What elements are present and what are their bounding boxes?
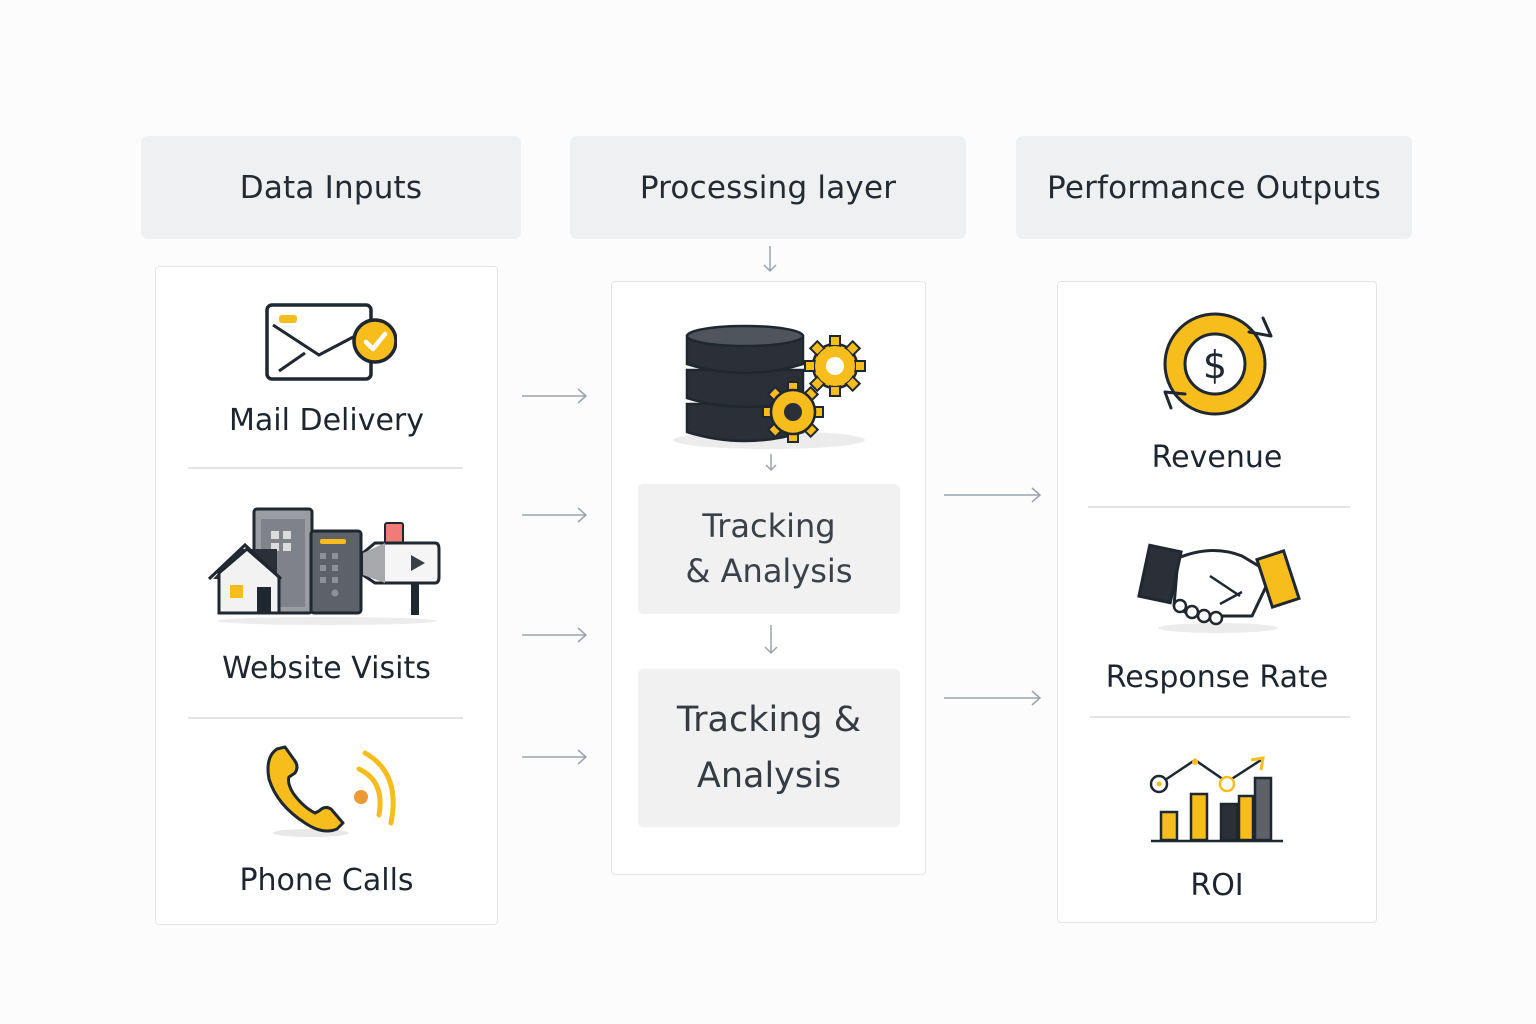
output-item-revenue: $ <box>1058 308 1376 420</box>
output-item-response-rate <box>1058 536 1376 636</box>
handshake-icon <box>1137 543 1301 633</box>
data-inputs-title: Data Inputs <box>239 169 423 206</box>
input-item-mail-delivery <box>156 301 497 385</box>
data-inputs-panel: Mail Delivery <box>155 266 498 925</box>
output-label-roi: ROI <box>1190 868 1244 903</box>
flow-arrow-right <box>522 627 588 643</box>
performance-outputs-header: Performance Outputs <box>1016 136 1412 239</box>
processing-step-line: & Analysis <box>685 552 853 590</box>
divider <box>1090 716 1350 718</box>
performance-outputs-panel: $ Revenue Response Rate <box>1057 281 1377 923</box>
flow-arrow-right <box>522 388 588 404</box>
envelope-check-icon <box>264 303 397 381</box>
processing-layer-title: Processing layer <box>639 169 897 206</box>
flow-arrow-right <box>944 487 1042 503</box>
flow-arrow-down <box>765 454 777 472</box>
database-gears-icon <box>672 324 866 449</box>
input-item-phone-calls <box>156 743 497 839</box>
gear-icon <box>803 335 866 397</box>
performance-outputs-title: Performance Outputs <box>1047 169 1381 206</box>
processing-step-tracking-analysis-2: Tracking & Analysis <box>638 669 900 827</box>
flow-arrow-right <box>944 690 1042 706</box>
processing-layer-panel: Tracking & Analysis Tracking & Analysis <box>611 281 926 875</box>
processing-step-tracking-analysis: Tracking & Analysis <box>638 484 900 614</box>
dollar-cycle-icon: $ <box>1163 312 1273 416</box>
svg-text:$: $ <box>1203 343 1227 387</box>
processing-step-line: Analysis <box>696 756 842 796</box>
divider <box>1088 506 1350 508</box>
input-label-mail-delivery: Mail Delivery <box>229 403 424 438</box>
bar-chart-trend-icon <box>1149 756 1283 843</box>
flow-arrow-right <box>522 749 588 765</box>
phone-signal-icon <box>266 745 396 837</box>
processing-layer-header: Processing layer <box>570 136 966 239</box>
processing-database-icon-wrap <box>612 322 925 452</box>
gear-icon <box>761 381 824 443</box>
divider <box>188 717 463 719</box>
processing-step-line: Tracking & <box>676 700 862 740</box>
data-inputs-header: Data Inputs <box>141 136 521 239</box>
flow-arrow-down <box>764 625 778 655</box>
input-label-phone-calls: Phone Calls <box>239 863 414 898</box>
flow-arrow-down <box>763 246 777 273</box>
flow-arrow-right <box>522 507 588 523</box>
output-item-roi <box>1058 752 1376 848</box>
input-label-website-visits: Website Visits <box>222 651 431 686</box>
processing-step-line: Tracking <box>702 507 836 546</box>
buildings-mailbox-icon <box>207 507 440 625</box>
input-item-website-visits <box>156 505 497 627</box>
output-label-revenue: Revenue <box>1151 440 1283 475</box>
output-label-response-rate: Response Rate <box>1105 660 1329 695</box>
divider <box>188 467 463 469</box>
